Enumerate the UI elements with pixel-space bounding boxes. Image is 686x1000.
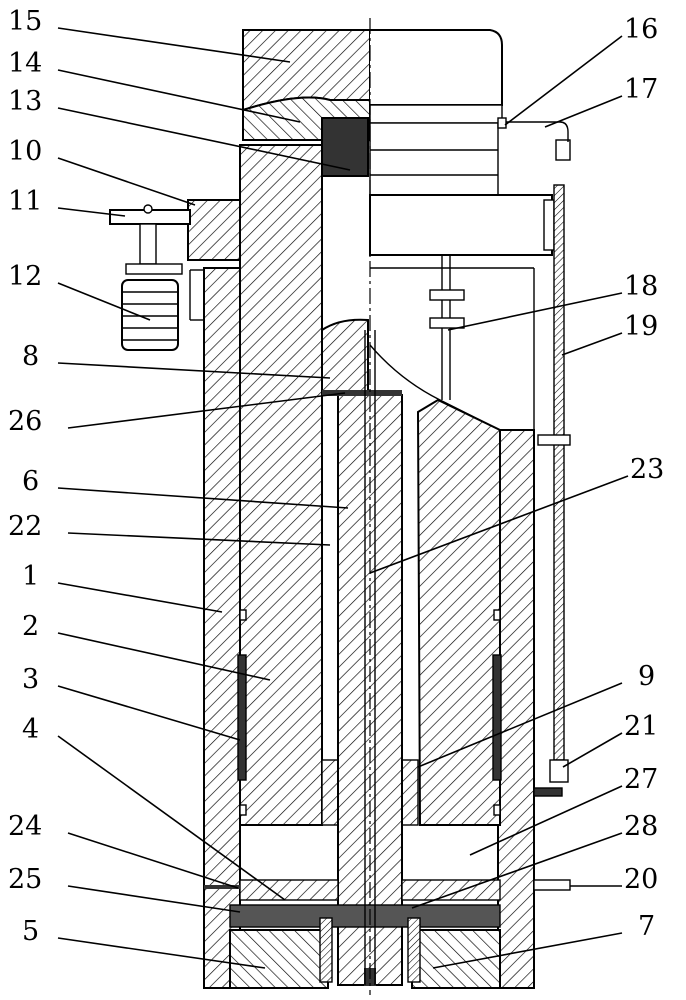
label-4: 4 — [22, 714, 39, 745]
label-18: 18 — [624, 271, 658, 302]
label-1: 1 — [22, 561, 39, 592]
label-19: 19 — [624, 311, 658, 342]
label-17: 17 — [624, 74, 658, 105]
label-5: 5 — [22, 916, 39, 947]
label-21: 21 — [624, 711, 658, 742]
label-7: 7 — [638, 911, 655, 942]
label-10: 10 — [8, 136, 42, 167]
label-9: 9 — [638, 661, 655, 692]
callout-labels: 15 14 13 10 11 12 8 26 6 22 1 2 3 4 24 2… — [8, 6, 664, 947]
position-sensor — [429, 255, 465, 400]
section-break-line — [369, 344, 501, 431]
label-3: 3 — [22, 664, 39, 695]
label-24: 24 — [8, 811, 42, 842]
leader-lines — [57, 27, 629, 969]
label-6: 6 — [22, 466, 39, 497]
center-tube — [364, 18, 376, 995]
bottom-assembly — [204, 879, 571, 989]
label-2: 2 — [22, 611, 39, 642]
label-28: 28 — [624, 811, 658, 842]
label-8: 8 — [22, 341, 39, 372]
label-15: 15 — [8, 6, 42, 37]
label-11: 11 — [8, 186, 42, 217]
inner-sleeve — [239, 144, 501, 826]
label-13: 13 — [8, 86, 42, 117]
label-12: 12 — [8, 261, 42, 292]
side-flange — [109, 199, 241, 351]
label-22: 22 — [8, 511, 42, 542]
guide-rod — [497, 117, 571, 797]
label-27: 27 — [624, 764, 658, 795]
label-20: 20 — [624, 864, 658, 895]
label-25: 25 — [8, 864, 42, 895]
label-23: 23 — [630, 454, 664, 485]
label-16: 16 — [624, 14, 658, 45]
seal-strips — [237, 609, 502, 816]
drive-motor — [121, 279, 179, 351]
label-14: 14 — [8, 48, 42, 79]
label-26: 26 — [8, 406, 42, 437]
top-assembly — [242, 29, 555, 256]
